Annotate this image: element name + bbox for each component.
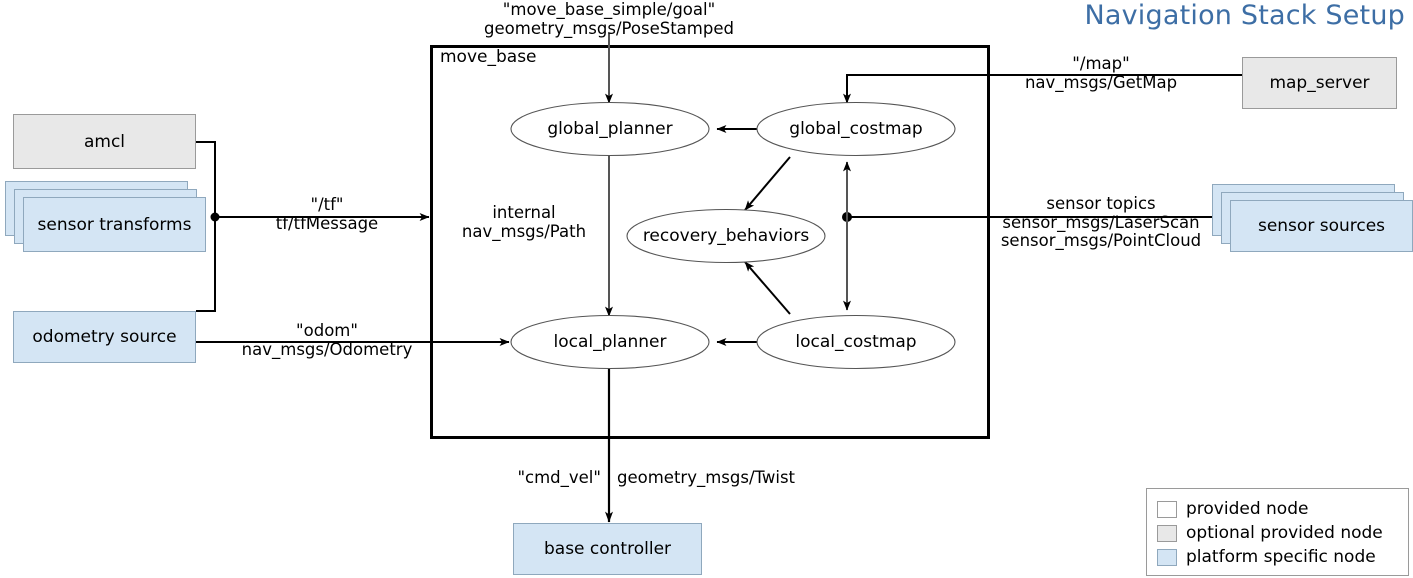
edge-label-goal: "move_base_simple/goal" geometry_msgs/Po… [484, 0, 734, 38]
legend-item-optional: optional provided node [1157, 521, 1396, 545]
move-base-label: move_base [440, 47, 537, 67]
node-sensor-transforms[interactable]: sensor transforms [23, 197, 206, 252]
goal-type: geometry_msgs/PoseStamped [484, 18, 734, 38]
goal-topic: "move_base_simple/goal" [502, 0, 716, 19]
edge-map [843, 74, 1243, 104]
edge-label-tf: "/tf" tf/tfMessage [275, 195, 379, 233]
move-base-box [430, 45, 990, 439]
odom-topic: "odom" [296, 321, 358, 340]
node-sensor-sources[interactable]: sensor sources [1230, 200, 1413, 252]
ellipse-global-planner [510, 101, 710, 157]
ellipse-global-costmap [756, 101, 956, 157]
legend-label-platform: platform specific node [1186, 547, 1376, 567]
node-sensor-transforms-stack[interactable]: sensor transforms [5, 181, 206, 253]
node-odometry-source[interactable]: odometry source [13, 311, 196, 363]
edge-label-map: "/map" nav_msgs/GetMap [1024, 54, 1178, 92]
sensor-topic: sensor topics [1046, 194, 1156, 213]
internal-type: nav_msgs/Path [461, 221, 587, 241]
map-type: nav_msgs/GetMap [1024, 72, 1178, 92]
node-amcl-label: amcl [83, 131, 126, 152]
tf-type: tf/tfMessage [275, 213, 379, 233]
edge-odom-to-tf [196, 217, 216, 312]
node-base-controller[interactable]: base controller [513, 523, 702, 575]
sensor-type-2: sensor_msgs/PointCloud [1000, 231, 1202, 251]
legend-label-provided: provided node [1186, 499, 1309, 519]
page-title: Navigation Stack Setup [1084, 0, 1405, 31]
edge-label-cmd-vel-topic: "cmd_vel" [517, 468, 601, 487]
node-map-server-label: map_server [1269, 73, 1370, 93]
edge-label-odom: "odom" nav_msgs/Odometry [241, 321, 413, 359]
edge-label-cmd-vel-type: geometry_msgs/Twist [617, 468, 796, 487]
map-topic: "/map" [1072, 54, 1130, 73]
node-base-controller-label: base controller [543, 539, 672, 559]
node-map-server[interactable]: map_server [1242, 57, 1397, 109]
internal-label: internal [492, 203, 556, 222]
ellipse-local-planner [510, 314, 710, 370]
edge-localcostmap-to-recovery [744, 261, 791, 315]
tf-topic: "/tf" [310, 195, 344, 214]
sensor-type-1: sensor_msgs/LaserScan [1002, 212, 1200, 232]
edge-globalcostmap-to-recovery [744, 156, 791, 211]
legend-swatch-optional-icon [1157, 524, 1177, 542]
node-amcl[interactable]: amcl [13, 114, 196, 169]
node-sensor-transforms-label: sensor transforms [37, 214, 192, 235]
legend: provided node optional provided node pla… [1146, 488, 1409, 576]
legend-item-provided: provided node [1157, 497, 1396, 521]
node-sensor-sources-stack[interactable]: sensor sources [1212, 184, 1413, 256]
edge-amcl-to-tf [196, 141, 216, 217]
ellipse-local-costmap [756, 314, 956, 370]
ellipse-recovery-behaviors [626, 208, 826, 264]
node-sensor-sources-label: sensor sources [1257, 216, 1386, 236]
legend-label-optional: optional provided node [1186, 523, 1383, 543]
node-odometry-source-label: odometry source [32, 327, 177, 347]
legend-item-platform: platform specific node [1157, 545, 1396, 569]
legend-swatch-platform-icon [1157, 548, 1177, 566]
tf-junction-dot [210, 212, 220, 222]
edge-label-sensor: sensor topics sensor_msgs/LaserScan sens… [1000, 194, 1202, 251]
odom-type: nav_msgs/Odometry [241, 339, 413, 359]
legend-swatch-provided-icon [1157, 500, 1177, 518]
edge-label-internal: internal nav_msgs/Path [461, 203, 587, 241]
